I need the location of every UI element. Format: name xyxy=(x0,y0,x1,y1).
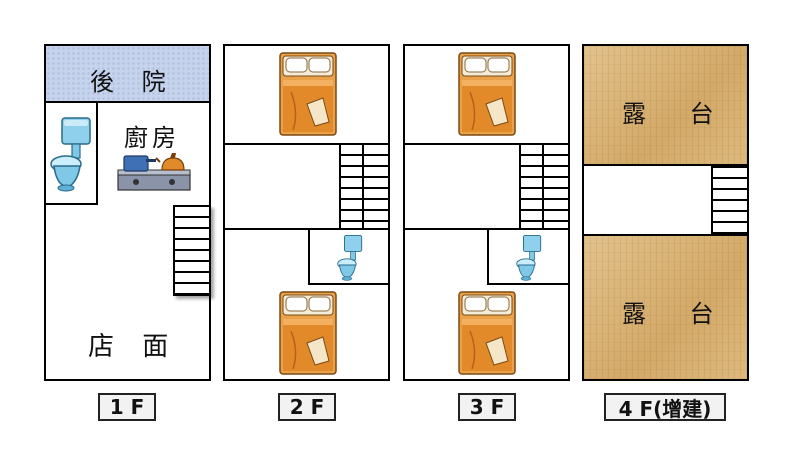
toilet-icon xyxy=(516,235,542,281)
toilet-room-wall-bottom xyxy=(44,203,98,205)
stove-icon xyxy=(117,153,191,191)
floor-2-bath-wall-bottom xyxy=(308,283,390,285)
terrace-top xyxy=(584,46,747,164)
floor-4-wall-1 xyxy=(582,164,749,166)
toilet-room-wall-right xyxy=(96,101,98,205)
floor-3-wall-1 xyxy=(403,143,570,145)
floor-2-wall-2 xyxy=(223,228,390,230)
floor-1-label: 1 F xyxy=(98,393,156,421)
floor-4-wall-2 xyxy=(582,234,749,236)
terrace-bottom-label: 露 台 xyxy=(622,300,732,328)
floor-2-bath-wall-left xyxy=(308,228,310,285)
stairs-icon xyxy=(542,143,570,230)
toilet-icon xyxy=(50,117,91,192)
backyard-area xyxy=(46,46,209,102)
floor-2-label: 2 F xyxy=(278,393,336,421)
stairs-icon xyxy=(362,143,390,230)
bed-icon xyxy=(279,52,337,136)
backyard-wall xyxy=(44,101,211,103)
bed-icon xyxy=(458,291,516,375)
floor-2-wall-1 xyxy=(223,143,390,145)
backyard-label: 後 院 xyxy=(90,68,176,96)
stairs-icon xyxy=(173,205,211,296)
stairs-icon xyxy=(519,143,544,230)
toilet-icon xyxy=(337,235,363,281)
storefront-label: 店 面 xyxy=(88,332,179,362)
floor-3-bath-wall-left xyxy=(487,228,489,285)
terrace-bottom xyxy=(584,236,747,379)
floor-3-bath-wall-bottom xyxy=(487,283,570,285)
stairs-icon xyxy=(711,166,749,234)
bed-icon xyxy=(458,52,516,136)
floor-3-label: 3 F xyxy=(458,393,516,421)
terrace-top-label: 露 台 xyxy=(622,100,732,128)
kitchen-label: 廚房 xyxy=(124,124,180,152)
floor-3-wall-2 xyxy=(403,228,570,230)
stairs-icon xyxy=(339,143,364,230)
floor-4-label: 4 F(增建) xyxy=(604,393,726,421)
bed-icon xyxy=(279,291,337,375)
